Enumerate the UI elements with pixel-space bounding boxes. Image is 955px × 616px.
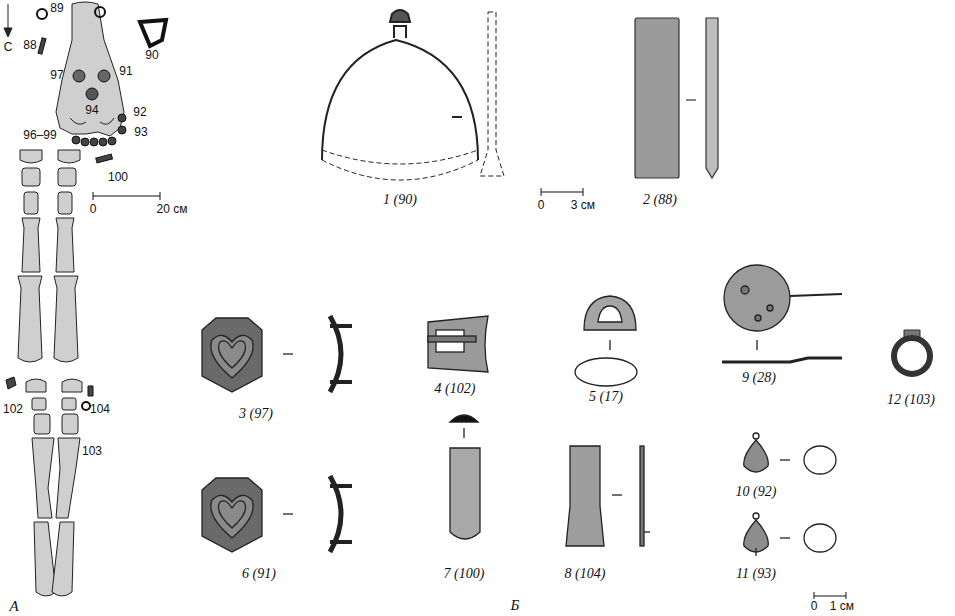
callout-number: 94 <box>85 104 98 117</box>
item-caption: 4 (102) <box>435 381 476 396</box>
callout-number: 88 <box>23 39 36 52</box>
callout-number: 100 <box>108 171 128 184</box>
scale-label: 0 <box>90 203 97 216</box>
item-caption: 3 (97) <box>239 406 273 421</box>
item-caption: 11 (93) <box>736 566 776 581</box>
scale-label: 20 см <box>157 203 188 216</box>
north-arrow-label: С <box>4 41 13 54</box>
scale-label: 0 <box>811 600 818 613</box>
panel-letter: Б <box>511 597 520 614</box>
item-caption: 12 (103) <box>887 392 935 407</box>
callout-number: 93 <box>134 126 147 139</box>
item-caption: 6 (91) <box>242 566 276 581</box>
scale-label: 1 см <box>830 600 854 613</box>
item-caption: 1 (90) <box>383 192 417 207</box>
item-caption: 7 (100) <box>444 566 485 581</box>
item-caption: 5 (17) <box>589 389 623 404</box>
scale-label: 0 <box>538 199 545 212</box>
callout-number: 90 <box>145 49 158 62</box>
item-caption: 10 (92) <box>736 484 777 499</box>
callout-number: 102 <box>3 403 23 416</box>
callout-number: 91 <box>119 65 132 78</box>
callout-number: 96–99 <box>23 129 56 142</box>
callout-number: 104 <box>90 403 110 416</box>
callout-number: 92 <box>133 106 146 119</box>
callout-number: 103 <box>82 445 102 458</box>
item-caption: 8 (104) <box>565 566 606 581</box>
callout-number: 89 <box>50 2 63 15</box>
scale-label: 3 см <box>571 199 595 212</box>
panel-letter: А <box>9 598 18 615</box>
callout-number: 97 <box>50 69 63 82</box>
item-caption: 9 (28) <box>742 370 776 385</box>
item-caption: 2 (88) <box>643 192 677 207</box>
